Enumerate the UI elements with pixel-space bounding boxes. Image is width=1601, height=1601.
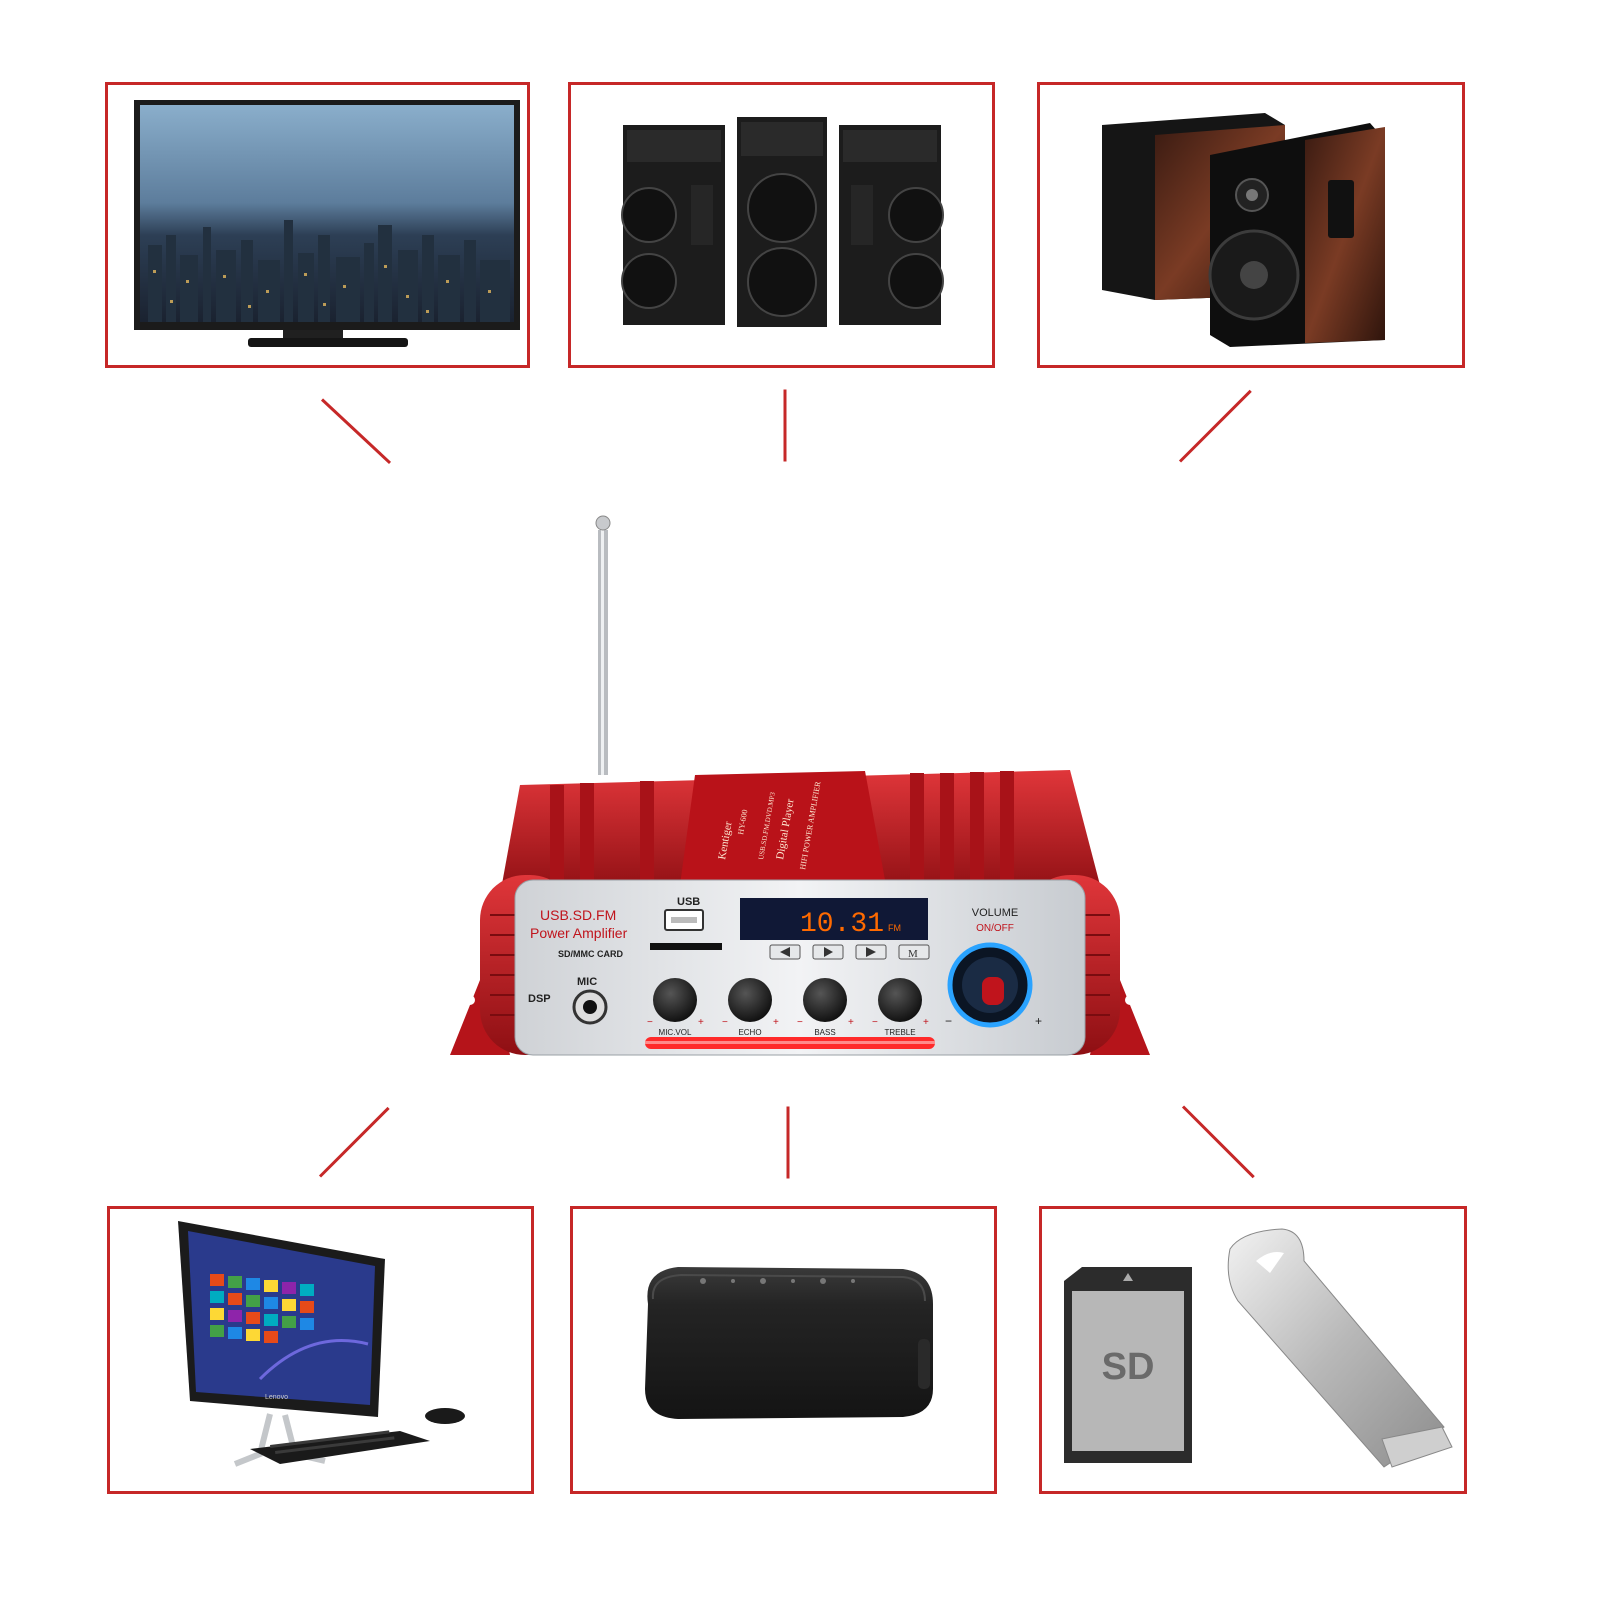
- svg-text:−: −: [797, 1017, 803, 1028]
- bookshelf-speakers-frame: [1037, 82, 1465, 368]
- connector-line: [1181, 1105, 1255, 1179]
- mic-label: MIC: [577, 976, 597, 988]
- treble-knob: [878, 978, 922, 1022]
- prev-icon: [780, 947, 790, 957]
- panel-title-line1: USB.SD.FM: [540, 907, 616, 923]
- amplifier: Kentiger HY-600 Digital Player USB.SD.FM…: [440, 515, 1160, 1095]
- play-icon: [824, 947, 833, 957]
- svg-text:−: −: [872, 1017, 878, 1028]
- usb-label: USB: [677, 896, 700, 908]
- volume-label: VOLUME: [972, 907, 1018, 919]
- svg-text:−: −: [722, 1017, 728, 1028]
- connector-line: [318, 1106, 390, 1178]
- svg-text:+: +: [848, 1017, 854, 1028]
- led-display: [740, 898, 928, 940]
- mic-vol-knob: [653, 978, 697, 1022]
- display-value: 10.31: [800, 909, 884, 940]
- sd-card-slot: [650, 943, 722, 950]
- svg-text:+: +: [698, 1017, 704, 1028]
- panel-title-line2: Power Amplifier: [530, 925, 628, 941]
- knob-label-mic-vol: MIC.VOL: [659, 1028, 692, 1037]
- pc-brand-text: Lenovo: [265, 1394, 288, 1401]
- connector-line: [320, 398, 392, 465]
- mode-button: [898, 944, 930, 960]
- dsp-label: DSP: [528, 993, 551, 1005]
- connector-line: [1178, 389, 1252, 463]
- sd-card-text: SD: [1102, 1346, 1155, 1388]
- next-icon: [866, 947, 876, 957]
- portable-speaker-icon: [645, 1267, 933, 1419]
- connector-line: [783, 389, 787, 462]
- onoff-label: ON/OFF: [976, 923, 1014, 934]
- connector-line: [786, 1106, 790, 1179]
- svg-text:−: −: [647, 1017, 653, 1028]
- echo-knob: [728, 978, 772, 1022]
- pa-speaker-icon: [621, 117, 944, 327]
- bass-knob: [803, 978, 847, 1022]
- display-unit: FM: [888, 923, 901, 933]
- sd-card-label-area: [1072, 1291, 1184, 1451]
- tv-frame: [105, 82, 530, 368]
- sd-card-and-usb-icon: SD: [1064, 1228, 1453, 1468]
- knob-label-treble: TREBLE: [884, 1028, 915, 1037]
- storage-media-frame: SD: [1039, 1206, 1467, 1494]
- svg-text:+: +: [773, 1017, 779, 1028]
- pc-frame: Lenovo: [107, 1206, 534, 1494]
- sd-mmc-label: SD/MMC CARD: [558, 949, 623, 959]
- bluetooth-speaker-frame: [570, 1206, 997, 1494]
- amplifier-illustration: Kentiger HY-600 Digital Player USB.SD.FM…: [450, 515, 1150, 1056]
- all-in-one-pc-icon: Lenovo: [178, 1221, 465, 1467]
- svg-text:−: −: [945, 1014, 952, 1028]
- pa-speakers-frame: [568, 82, 995, 368]
- top-model-text: HY-600: [736, 809, 749, 836]
- tv-icon: [134, 100, 520, 347]
- mode-button-label: M: [908, 948, 918, 960]
- knob-label-bass: BASS: [814, 1028, 835, 1037]
- bookshelf-speaker-icon: [1102, 113, 1385, 347]
- knob-label-echo: ECHO: [738, 1028, 761, 1037]
- svg-text:+: +: [1035, 1014, 1042, 1028]
- svg-text:+: +: [923, 1017, 929, 1028]
